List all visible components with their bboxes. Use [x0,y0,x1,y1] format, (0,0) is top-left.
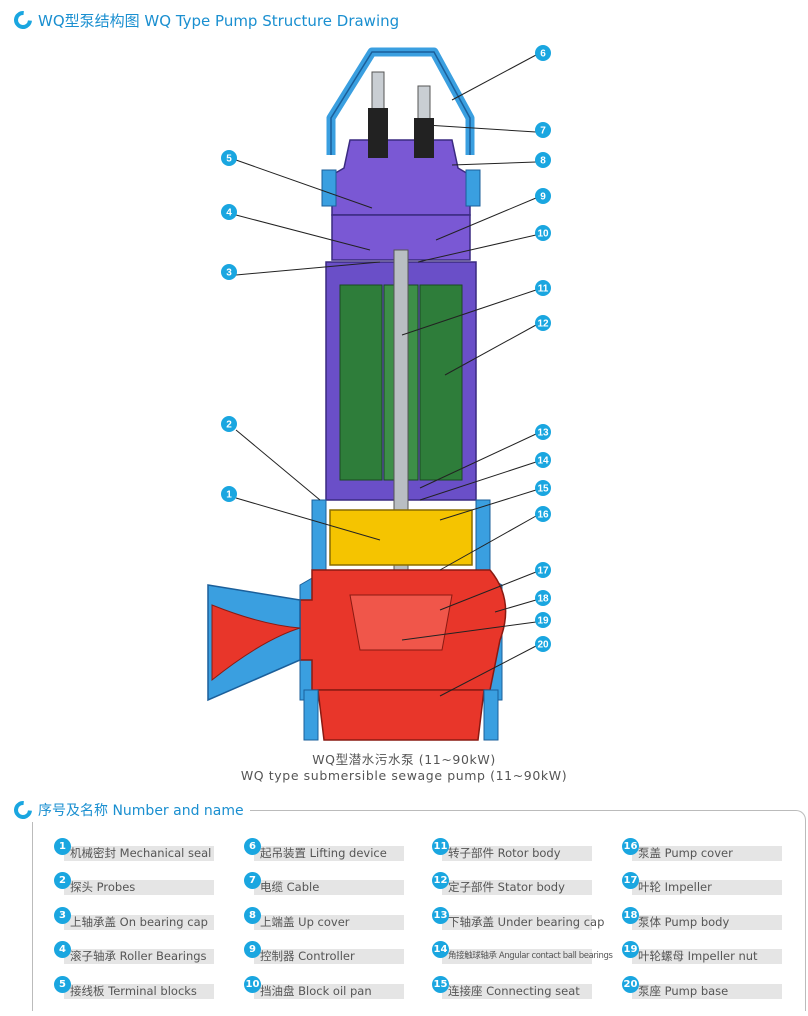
callout-18: 18 [535,590,551,606]
legend-title: 序号及名称 Number and name [38,803,244,819]
callout-3: 3 [221,264,237,280]
svg-text:12: 12 [537,319,549,330]
callout-13: 13 [535,424,551,440]
callout-2: 2 [221,416,237,432]
legend-label: 叶轮 Impeller [638,880,712,894]
legend-label: 上端盖 Up cover [260,915,350,929]
svg-text:11: 11 [538,284,549,295]
svg-text:10: 10 [537,229,549,240]
legend-label: 挡油盘 Block oil pan [260,984,372,998]
legend-label: 泵体 Pump body [638,915,730,929]
stator-right [419,284,463,481]
callout-17: 17 [535,562,551,578]
legend-label: 机械密封 Mechanical seal [70,846,212,860]
legend-label: 叶轮螺母 Impeller nut [638,949,758,963]
circle-logo-icon [10,797,36,823]
svg-text:17: 17 [537,566,549,577]
callout-10: 10 [535,225,551,241]
legend-label: 泵盖 Pump cover [638,846,733,860]
legend-header: 序号及名称 Number and name [10,797,250,823]
up-cover [331,139,471,216]
legend-label: 下轴承盖 Under bearing cap [448,915,605,929]
callout-6: 6 [535,45,551,61]
svg-text:8: 8 [540,156,546,167]
callout-15: 15 [535,480,551,496]
impeller [349,594,453,651]
legend-frame [32,810,806,1011]
svg-text:15: 15 [537,484,549,495]
callout-7: 7 [535,122,551,138]
legend-label: 角接触球轴承 Angular contact ball bearings [448,951,613,961]
callout-16: 16 [535,506,551,522]
svg-text:6: 6 [540,49,546,60]
caption-line-1: WQ型潜水污水泵 (11~90kW) [312,752,496,767]
callout-8: 8 [535,152,551,168]
legend-label: 接线板 Terminal blocks [70,984,197,998]
svg-text:5: 5 [226,154,232,165]
svg-text:18: 18 [537,594,549,605]
legend-label: 转子部件 Rotor body [448,846,561,860]
legend-label: 起吊装置 Lifting device [260,846,387,860]
callout-14: 14 [535,452,551,468]
callout-9: 9 [535,188,551,204]
legend-label: 定子部件 Stator body [448,880,565,894]
callout-11: 11 [535,280,551,296]
callout-12: 12 [535,315,551,331]
legend-label: 泵座 Pump base [638,984,729,998]
page-title: WQ型泵结构图 WQ Type Pump Structure Drawing [10,7,400,33]
svg-text:20: 20 [537,640,549,651]
seal-chamber [329,509,473,566]
svg-text:13: 13 [537,428,549,439]
caption-line-2: WQ type submersible sewage pump (11~90kW… [240,768,568,783]
svg-text:19: 19 [537,616,549,627]
legend-label: 连接座 Connecting seat [448,984,580,998]
svg-text:16: 16 [537,510,549,521]
legend-label: 电缆 Cable [260,880,320,894]
title-text: WQ型泵结构图 WQ Type Pump Structure Drawing [38,11,400,30]
diagram-caption: WQ型潜水污水泵 (11~90kW) WQ type submersible s… [0,752,808,784]
svg-text:2: 2 [226,420,232,431]
legend-label: 控制器 Controller [260,949,355,963]
callout-4: 4 [221,204,237,220]
legend-label: 探头 Probes [70,880,136,894]
svg-text:1: 1 [226,490,232,501]
callout-19: 19 [535,612,551,628]
legend-label: 滚子轴承 Roller Bearings [70,949,207,963]
svg-text:7: 7 [540,126,546,137]
pump-base [317,689,485,741]
stator-left [339,284,383,481]
callout-5: 5 [221,150,237,166]
legend-label: 上轴承盖 On bearing cap [70,915,208,929]
pump-diagram: 1 2 3 4 5 6 7 8 9 10 11 12 13 14 15 16 1… [207,45,551,741]
callout-1: 1 [221,486,237,502]
svg-text:9: 9 [540,192,546,203]
callout-20: 20 [535,636,551,652]
svg-text:14: 14 [537,456,549,467]
svg-text:4: 4 [226,208,232,219]
svg-text:3: 3 [226,268,232,279]
